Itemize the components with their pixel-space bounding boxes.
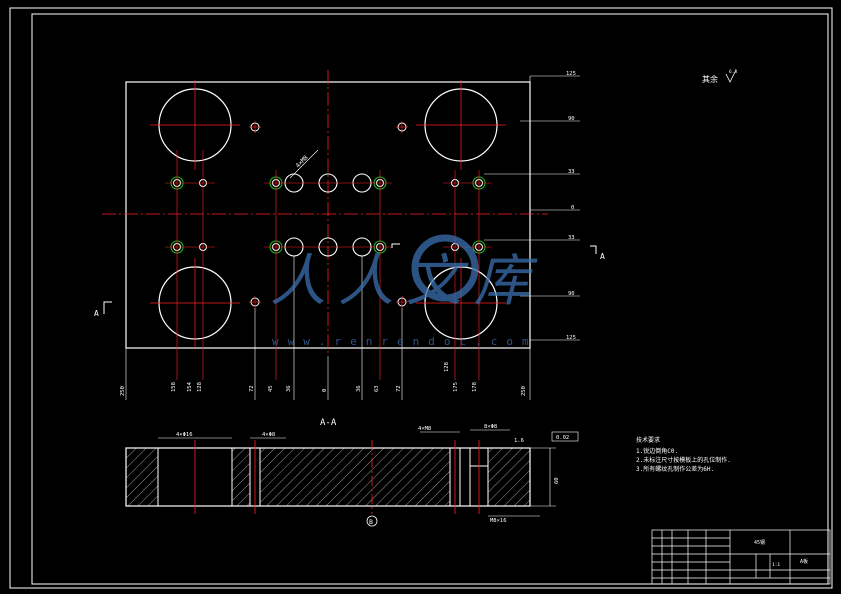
- hole-callout-text: 4×M8: [294, 154, 309, 169]
- dim-b-3: 128: [197, 382, 203, 392]
- flatness-label: 0.02: [556, 435, 569, 441]
- plan-view: 4×M8 125 90 33 0 33 90 125: [94, 70, 605, 400]
- dim-r-0: 125: [566, 71, 576, 77]
- dim-r-3: 0: [571, 205, 574, 211]
- roughness-symbol: [725, 69, 737, 83]
- section-marker-right: [391, 243, 597, 254]
- outer-frame: [9, 7, 833, 589]
- section-view: 4×Φ16 4×Φ8 4×M8 8×Φ8 1.6 0.02 60 M8×16 B: [125, 424, 579, 527]
- flatness-frame: [551, 431, 579, 442]
- guide-hole-centerlines: [150, 80, 506, 348]
- hole-callout-leader: [289, 149, 319, 179]
- title-block-material: 45钢: [754, 539, 765, 546]
- callout-mid: 4×Φ8: [262, 432, 275, 438]
- dim-b-8: 36: [356, 385, 362, 392]
- title-block: [651, 529, 831, 585]
- section-marker-right-label: A: [600, 252, 605, 261]
- watermark-url: www.renrendoc.com: [272, 335, 538, 348]
- watermark-text: 人人文库: [270, 249, 542, 314]
- bottom-dimension-lines: [125, 256, 531, 400]
- datum-circle: [366, 515, 378, 527]
- dim-b-4: 72: [249, 385, 255, 392]
- dim-b-6: 36: [286, 385, 292, 392]
- title-block-scale: 1:1: [772, 562, 780, 568]
- dim-r-2: 33: [568, 169, 575, 175]
- section-title: A-A: [320, 418, 337, 428]
- dim-b-12: 175: [453, 382, 459, 392]
- dim-b-9: 63: [374, 385, 380, 392]
- dim-b-7: 0: [322, 389, 328, 392]
- dim-b-11: 128: [444, 362, 450, 372]
- dim-b-1: 158: [171, 382, 177, 392]
- callout-right2: 8×Φ8: [484, 424, 497, 430]
- dim-b-2: 154: [187, 381, 193, 392]
- inner-frame: [31, 13, 829, 585]
- tech-note-1: 1.锐边倒角C0.: [636, 447, 678, 455]
- surface-mark: 6.3: [729, 69, 737, 75]
- tech-title: 技术要求: [636, 436, 660, 444]
- callout-left: 4×Φ16: [176, 432, 193, 438]
- section-marker-left-label: A: [94, 309, 99, 318]
- tech-notes: 技术要求 1.锐边倒角C0. 2.未标注尺寸按模板上的孔位制作. 3.所有螺纹孔…: [636, 436, 731, 473]
- datum-label: B: [369, 518, 373, 526]
- section-marker-left: [103, 301, 112, 314]
- dim-r-6: 125: [566, 335, 576, 341]
- thickness-label: 60: [554, 477, 560, 484]
- right-dimension-labels: 125 90 33 0 33 90 125: [566, 71, 576, 341]
- dim-b-10: 72: [396, 385, 402, 392]
- tech-note-2: 2.未标注尺寸按模板上的孔位制作.: [636, 456, 731, 464]
- dim-r-5: 90: [568, 291, 575, 297]
- depth-note: M8×16: [490, 518, 507, 524]
- right-dimension-lines: [484, 75, 580, 348]
- tech-note-3: 3.所有螺纹孔制作公差为6H.: [636, 465, 714, 473]
- dim-b-13: 178: [472, 382, 478, 392]
- watermark: 人人文库 www.renrendoc.com: [270, 234, 542, 348]
- surface-note: 其余: [702, 74, 718, 84]
- dim-r-1: 90: [568, 116, 575, 122]
- roughness-label: 1.6: [514, 438, 524, 444]
- title-block-name: A板: [800, 558, 808, 565]
- dim-b-5: 45: [268, 385, 274, 392]
- dim-b-0: 250: [120, 386, 126, 396]
- bottom-dimension-labels: 250 158 154 128 72 45 36 0 36 63 72 128 …: [120, 362, 527, 396]
- callout-right: 4×M8: [418, 426, 431, 432]
- dim-b-14: 250: [521, 386, 527, 396]
- dim-r-4: 33: [568, 235, 575, 241]
